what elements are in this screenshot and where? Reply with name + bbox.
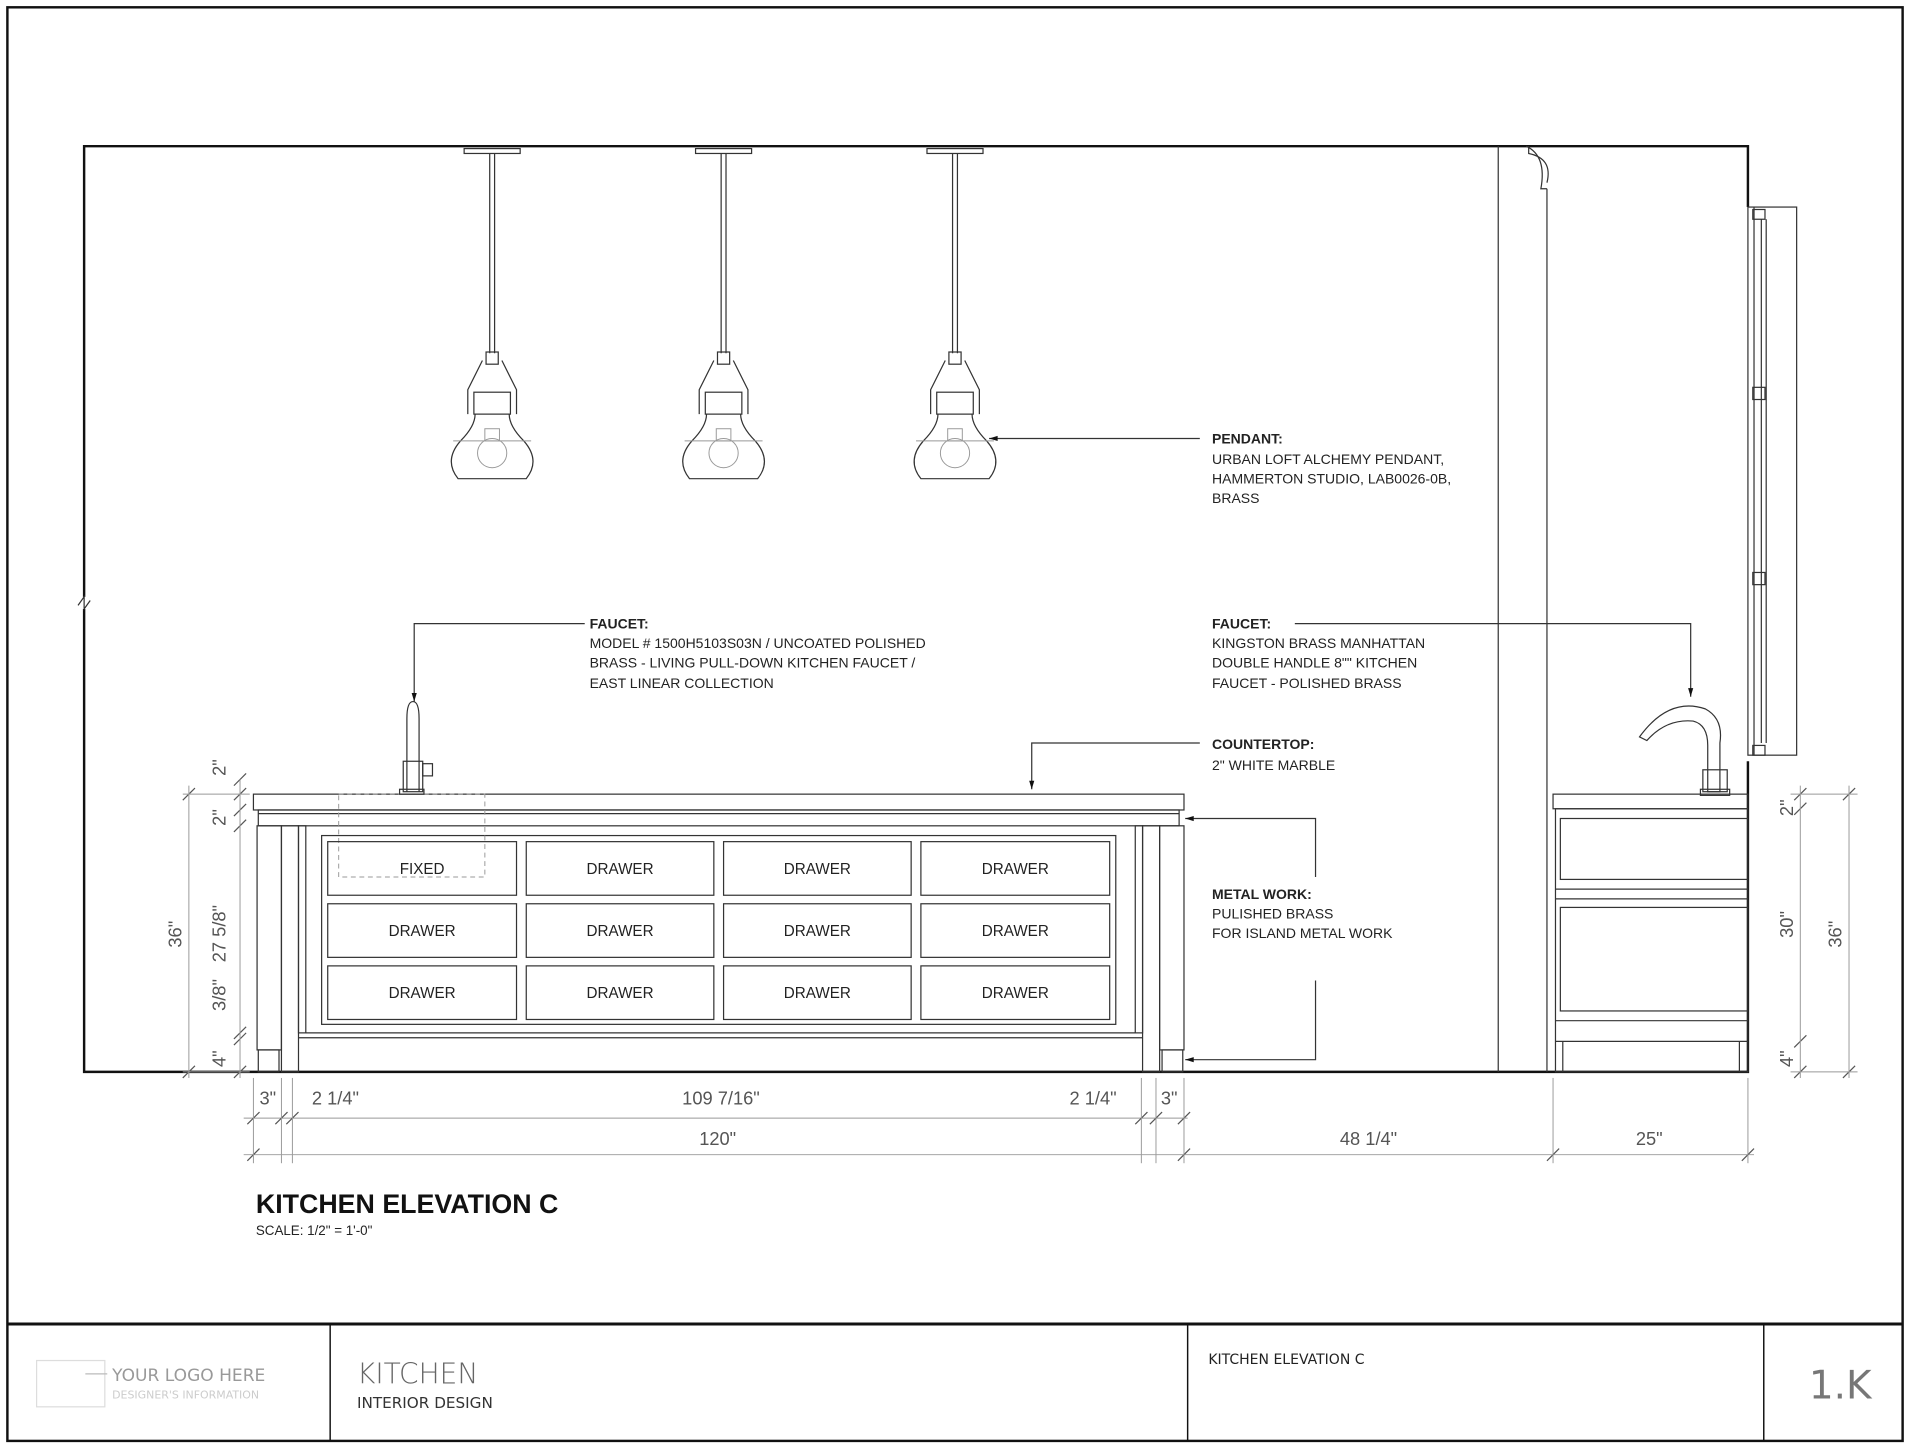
dim-part: 27 5/8" <box>208 905 229 962</box>
dim-part: 4" <box>208 1050 229 1067</box>
dim-clearance: 48 1/4" <box>1340 1128 1397 1149</box>
island-panel: DRAWER <box>722 841 912 896</box>
island-panel: DRAWER <box>920 903 1111 958</box>
note-line: URBAN LOFT ALCHEMY PENDANT, <box>1212 451 1444 467</box>
note-island-faucet: FAUCET: MODEL # 1500H5103S03N / UNCOATED… <box>590 615 926 691</box>
panel-label: DRAWER <box>587 985 654 1002</box>
panel-label: DRAWER <box>784 985 851 1002</box>
panel-label: DRAWER <box>982 985 1049 1002</box>
note-pendant: PENDANT: URBAN LOFT ALCHEMY PENDANT, HAM… <box>1212 430 1451 506</box>
dim-part: 3/8" <box>208 979 229 1011</box>
note-metal-work: METAL WORK: PULISHED BRASS FOR ISLAND ME… <box>1212 886 1393 941</box>
dim-part: 2" <box>208 759 229 776</box>
note-line: FOR ISLAND METAL WORK <box>1212 925 1393 941</box>
sheet-number: 1.K <box>1809 1363 1873 1408</box>
island-panel: DRAWER <box>525 903 715 958</box>
dim-part: 30" <box>1776 911 1797 938</box>
island-panel: DRAWER <box>327 903 518 958</box>
island-panel: DRAWER <box>525 841 715 896</box>
island-panel: DRAWER <box>525 965 715 1021</box>
dimension-lines <box>182 773 1858 1164</box>
pendant-light <box>682 147 765 480</box>
panel-label: DRAWER <box>784 923 851 940</box>
drawing-title: KITCHEN ELEVATION C <box>256 1189 559 1219</box>
sink-cabinet <box>1552 793 1749 1073</box>
dim-island-height: 36" <box>165 921 186 948</box>
countertop <box>252 793 1185 811</box>
panel-label: DRAWER <box>587 861 654 878</box>
panel-label: DRAWER <box>784 861 851 878</box>
note-heading: FAUCET: <box>1212 615 1271 631</box>
panel-label: DRAWER <box>982 861 1049 878</box>
dim-panel-width: 109 7/16" <box>682 1088 760 1109</box>
panel-label: DRAWER <box>982 923 1049 940</box>
dim-part: 2" <box>208 809 229 826</box>
island-panel: DRAWER <box>327 965 518 1021</box>
island-panel: DRAWER <box>722 903 912 958</box>
island-faucet <box>398 700 434 795</box>
panel-label: DRAWER <box>389 923 456 940</box>
note-sink-faucet: FAUCET: KINGSTON BRASS MANHATTAN DOUBLE … <box>1212 615 1425 691</box>
note-line: 2" WHITE MARBLE <box>1212 757 1335 773</box>
sink-faucet <box>1638 705 1731 796</box>
dim-cabinet-depth: 25" <box>1636 1128 1663 1149</box>
dim-leg: 3" <box>260 1088 277 1109</box>
panel-label: FIXED <box>400 861 445 878</box>
note-line: KINGSTON BRASS MANHATTAN <box>1212 635 1425 651</box>
logo-text: YOUR LOGO HERE <box>111 1366 265 1386</box>
note-line: DOUBLE HANDLE 8"" KITCHEN <box>1212 654 1417 670</box>
note-heading: FAUCET: <box>590 615 649 631</box>
leader-lines <box>411 435 1694 1063</box>
drawing-scale: SCALE: 1/2" = 1'-0" <box>256 1223 373 1238</box>
note-line: BRASS - LIVING PULL-DOWN KITCHEN FAUCET … <box>590 654 916 670</box>
note-line: HAMMERTON STUDIO, LAB0026-0B, <box>1212 471 1451 487</box>
project-subtitle: INTERIOR DESIGN <box>357 1394 493 1412</box>
dim-leg-gap: 2 1/4" <box>312 1088 359 1109</box>
pendant-light <box>450 147 534 480</box>
note-heading: METAL WORK: <box>1212 886 1312 902</box>
wall-outline <box>77 144 1750 1074</box>
dim-part: 4" <box>1776 1050 1797 1067</box>
sheet-border <box>6 6 1904 1443</box>
tall-cabinet-panel <box>1747 206 1798 756</box>
note-line: EAST LINEAR COLLECTION <box>590 675 774 691</box>
kitchen-island: FIXED DRAWER DRAWER DRAWER DRAWER DRAWER DRAWE… <box>252 793 1185 1073</box>
note-line: BRASS <box>1212 490 1259 506</box>
note-heading: PENDANT: <box>1212 430 1283 446</box>
dim-part: 2" <box>1776 799 1797 816</box>
dim-sink-height: 36" <box>1825 921 1846 948</box>
panel-label: DRAWER <box>389 985 456 1002</box>
dim-leg: 3" <box>1161 1088 1178 1109</box>
note-countertop: COUNTERTOP: 2" WHITE MARBLE <box>1212 736 1335 773</box>
dim-island-width: 120" <box>699 1128 736 1149</box>
note-line: PULISHED BRASS <box>1212 905 1333 921</box>
island-panel: FIXED <box>327 841 518 896</box>
logo-placeholder <box>36 1359 106 1408</box>
project-name: KITCHEN <box>357 1358 478 1391</box>
note-line: MODEL # 1500H5103S03N / UNCOATED POLISHE… <box>590 635 926 651</box>
note-line: FAUCET - POLISHED BRASS <box>1212 675 1402 691</box>
dim-leg-gap: 2 1/4" <box>1069 1088 1116 1109</box>
sheet-title: KITCHEN ELEVATION C <box>1208 1352 1364 1368</box>
island-panel: DRAWER <box>722 965 912 1021</box>
note-heading: COUNTERTOP: <box>1212 736 1314 752</box>
island-panel: DRAWER <box>920 841 1111 896</box>
title-block: YOUR LOGO HERE DESIGNER'S INFORMATION KI… <box>7 1322 1903 1441</box>
panel-label: DRAWER <box>587 923 654 940</box>
designer-info: DESIGNER'S INFORMATION <box>112 1388 259 1401</box>
island-panel: DRAWER <box>920 965 1111 1021</box>
pendant-light <box>913 147 997 480</box>
